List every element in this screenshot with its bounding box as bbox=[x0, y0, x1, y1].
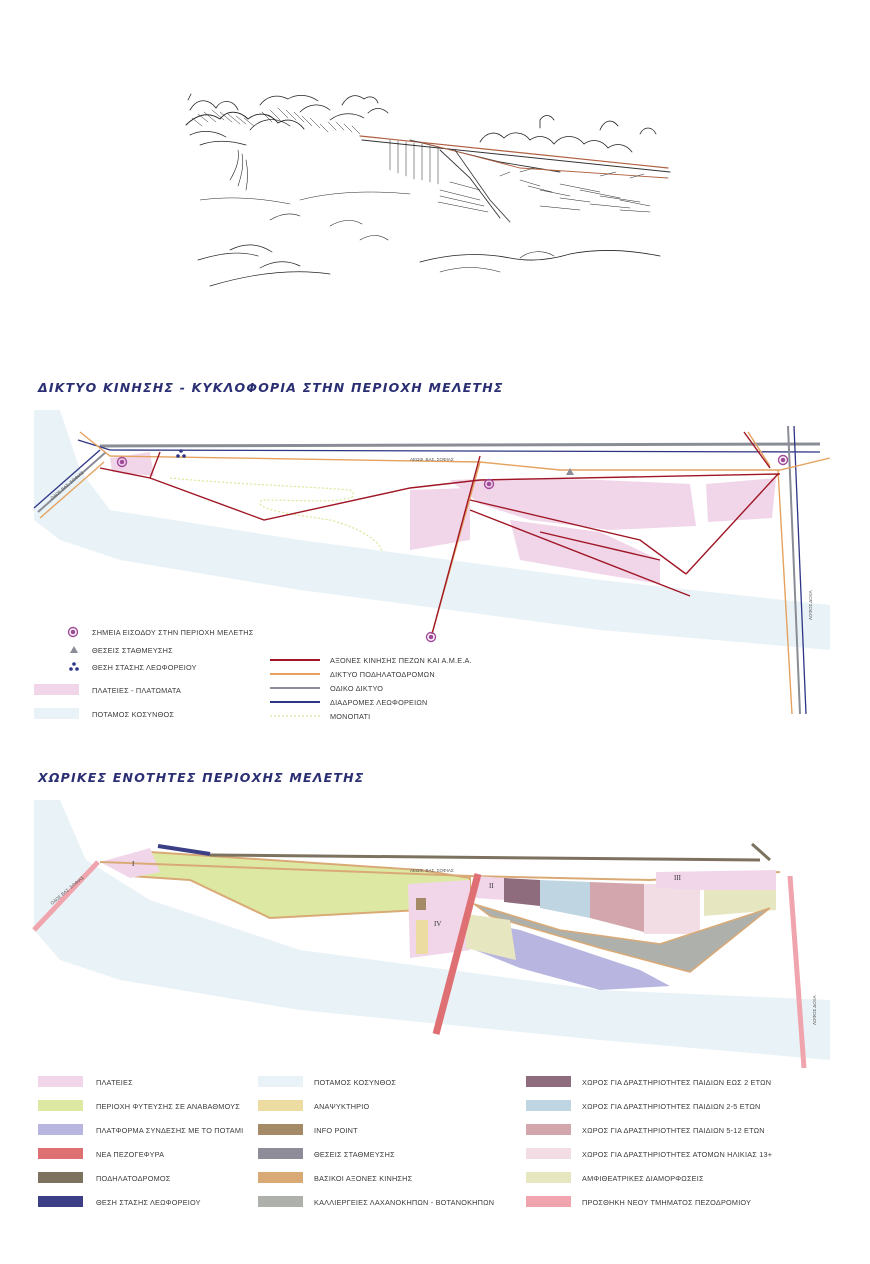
swatch-bus-stop bbox=[38, 1196, 83, 1207]
footpath-line bbox=[169, 477, 383, 553]
river-area-2 bbox=[34, 800, 830, 1060]
swatch-kids-2-5 bbox=[526, 1100, 571, 1111]
swatch-bike bbox=[38, 1172, 83, 1183]
swatch-kiosk bbox=[258, 1100, 303, 1111]
legend-bus-routes: ΔΙΑΔΡΟΜΕΣ ΛΕΩΦΟΡΕΙΩΝ bbox=[330, 698, 428, 707]
map1-title: ΔΙΚΤΥΟ ΚΙΝΗΣΗΣ - ΚΥΚΛΟΦΟΡΙΑ ΣΤΗΝ ΠΕΡΙΟΧΗ… bbox=[38, 380, 504, 395]
kiosk bbox=[416, 920, 428, 954]
zone-II-label: II bbox=[489, 882, 494, 890]
river-area bbox=[34, 410, 830, 650]
legend2-col3-5: ΠΡΟΣΘΗΚΗ ΝΕΟΥ ΤΜΗΜΑΤΟΣ ΠΕΖΟΔΡΟΜΙΟΥ bbox=[582, 1198, 752, 1207]
map1-legend-symbols bbox=[34, 626, 320, 719]
movement-network-map: ΛΕΩΦ. ΒΑΣ. ΣΟΦΙΑΣ ΟΔΟΣ ΒΑΣ. ΣΟΦΙΑΣ ΛΟΦΟΣ… bbox=[33, 410, 831, 715]
legend2-col3-3: ΧΩΡΟΣ ΓΙΑ ΔΡΑΣΤΗΡΙΟΤΗΤΕΣ ΑΤΟΜΩΝ ΗΛΙΚΙΑΣ … bbox=[582, 1150, 773, 1159]
legend2-col2-2: INFO POINT bbox=[314, 1126, 358, 1135]
swatch-parking bbox=[258, 1148, 303, 1159]
bus-route-right bbox=[793, 425, 807, 715]
road-label-top: ΛΕΩΦ. ΒΑΣ. ΣΟΦΙΑΣ bbox=[410, 457, 454, 462]
legend2-col2-5: ΚΑΛΛΙΕΡΓΕΙΕΣ ΛΑΧΑΝΟΚΗΠΩΝ - ΒΟΤΑΝΟΚΗΠΩΝ bbox=[314, 1198, 495, 1207]
swatch-plazas bbox=[38, 1076, 83, 1087]
swatch-teens bbox=[526, 1148, 571, 1159]
legend-road: ΟΔΙΚΟ ΔΙΚΤΥΟ bbox=[330, 684, 384, 693]
legend2-col1-3: ΝΕΑ ΠΕΖΟΓΕΦΥΡΑ bbox=[96, 1150, 165, 1159]
legend2-col3-1: ΧΩΡΟΣ ΓΙΑ ΔΡΑΣΤΗΡΙΟΤΗΤΕΣ ΠΑΙΔΙΩΝ 2-5 ΕΤΩ… bbox=[582, 1102, 761, 1111]
legend2-col1-2: ΠΛΑΤΦΟΡΜΑ ΣΥΝΔΕΣΗΣ ΜΕ ΤΟ ΠΟΤΑΜΙ bbox=[96, 1126, 244, 1135]
road-label-right-2: ΛΟΦΟΣ ΔΟΞΑ bbox=[812, 995, 817, 1025]
amphi-left bbox=[466, 914, 516, 960]
map2-title: ΧΩΡΙΚΕΣ ΕΝΟΤΗΤΕΣ ΠΕΡΙΟΧΗΣ ΜΕΛΕΤΗΣ bbox=[38, 770, 365, 785]
bike-network bbox=[39, 431, 831, 715]
legend-pedestrian: ΑΞΟΝΕΣ ΚΙΝΗΣΗΣ ΠΕΖΩΝ ΚΑΙ Α.Μ.Ε.Α. bbox=[330, 656, 472, 665]
teens-zone bbox=[644, 884, 700, 934]
legend2-col2-3: ΘΕΣΕΙΣ ΣΤΑΘΜΕΥΣΗΣ bbox=[314, 1150, 395, 1159]
swatch-main-axis bbox=[258, 1172, 303, 1183]
legend2-col3-4: ΑΜΦΙΘΕΑΤΡΙΚΕΣ ΔΙΑΜΟΡΦΩΣΕΙΣ bbox=[582, 1174, 704, 1183]
plaza-areas bbox=[110, 452, 776, 584]
swatch-planting bbox=[38, 1100, 83, 1111]
legend-entrance: ΣΗΜΕΙΑ ΕΙΣΟΔΟΥ ΣΤΗΝ ΠΕΡΙΟΧΗ ΜΕΛΕΤΗΣ bbox=[92, 628, 254, 637]
swatch-sidewalk bbox=[526, 1196, 571, 1207]
legend-footpath: ΜΟΝΟΠΑΤΙ bbox=[330, 712, 371, 721]
legend2-col2-0: ΠΟΤΑΜΟΣ ΚΟΣΥΝΘΟΣ bbox=[314, 1078, 397, 1087]
swatch-kids-5-12 bbox=[526, 1124, 571, 1135]
legend2-col1-0: ΠΛΑΤΕΙΕΣ bbox=[96, 1078, 133, 1087]
bus-route-top bbox=[77, 439, 821, 453]
legend2-col2-4: ΒΑΣΙΚΟΙ ΑΞΟΝΕΣ ΚΙΝΗΣΗΣ bbox=[314, 1174, 413, 1183]
swatch-kids-0-2 bbox=[526, 1076, 571, 1087]
legend2-col3-0: ΧΩΡΟΣ ΓΙΑ ΔΡΑΣΤΗΡΙΟΤΗΤΕΣ ΠΑΙΔΙΩΝ ΕΩΣ 2 Ε… bbox=[582, 1078, 772, 1087]
amphi-right bbox=[704, 890, 776, 916]
swatch-info bbox=[258, 1124, 303, 1135]
bus-route-left bbox=[33, 449, 101, 509]
legend-bike: ΔΙΚΤΥΟ ΠΟΔΗΛΑΤΟΔΡΟΜΩΝ bbox=[330, 670, 435, 679]
road-label-top-2: ΛΕΩΦ. ΒΑΣ. ΣΟΦΙΑΣ bbox=[410, 868, 454, 873]
swatch-footbridge bbox=[38, 1148, 83, 1159]
swatch-amphi bbox=[526, 1172, 571, 1183]
river-platform bbox=[470, 920, 670, 990]
landscape-sketch bbox=[185, 93, 671, 287]
swatch-gardens bbox=[258, 1196, 303, 1207]
legend-river: ΠΟΤΑΜΟΣ ΚΟΣΥΝΘΟΣ bbox=[92, 710, 175, 719]
legend-bus-stop: ΘΕΣΗ ΣΤΑΣΗΣ ΛΕΩΦΟΡΕΙΟΥ bbox=[92, 663, 197, 672]
new-footbridge bbox=[432, 873, 482, 1035]
legend2-col2-1: ΑΝΑΨΥΚΤΗΡΙΟ bbox=[314, 1102, 370, 1111]
new-sidewalk-left bbox=[32, 860, 100, 932]
entrance-points bbox=[116, 454, 789, 643]
zone-IV-label: IV bbox=[434, 920, 441, 928]
kids-5-12-zone bbox=[590, 882, 644, 932]
parking-triangle-icon bbox=[566, 468, 574, 475]
zone-III-label: III bbox=[674, 874, 682, 882]
swatch-river bbox=[258, 1076, 303, 1087]
legend-parking: ΘΕΣΕΙΣ ΣΤΑΘΜΕΥΣΗΣ bbox=[92, 646, 173, 655]
road-label-right: ΛΟΦΟΣ ΔΟΞΑ bbox=[808, 590, 813, 620]
info-point bbox=[416, 898, 426, 910]
legend-plazas: ΠΛΑΤΕΙΕΣ - ΠΛΑΤΩΜΑΤΑ bbox=[92, 686, 182, 695]
kids-2-5-zone bbox=[540, 880, 590, 918]
zone-I-label: I bbox=[132, 860, 135, 868]
zone-II-plaza bbox=[476, 876, 504, 900]
kids-0-2-zone bbox=[504, 878, 540, 906]
swatch-platform bbox=[38, 1124, 83, 1135]
bus-stop-icon bbox=[176, 449, 186, 458]
legend2-col1-5: ΘΕΣΗ ΣΤΑΣΗΣ ΛΕΩΦΟΡΕΙΟΥ bbox=[96, 1198, 201, 1207]
bus-stop-zone bbox=[157, 844, 211, 856]
legend2-col1-1: ΠΕΡΙΟΧΗ ΦΥΤΕΥΣΗΣ ΣΕ ΑΝΑΒΑΘΜΟΥΣ bbox=[96, 1102, 240, 1111]
legend2-col1-4: ΠΟΔΗΛΑΤΟΔΡΟΜΟΣ bbox=[96, 1174, 171, 1183]
new-sidewalk-right bbox=[787, 875, 807, 1069]
pedestrian-axes bbox=[99, 431, 781, 635]
main-road bbox=[99, 442, 821, 448]
legend2-col3-2: ΧΩΡΟΣ ΓΙΑ ΔΡΑΣΤΗΡΙΟΤΗΤΕΣ ΠΑΙΔΙΩΝ 5-12 ΕΤ… bbox=[582, 1126, 765, 1135]
